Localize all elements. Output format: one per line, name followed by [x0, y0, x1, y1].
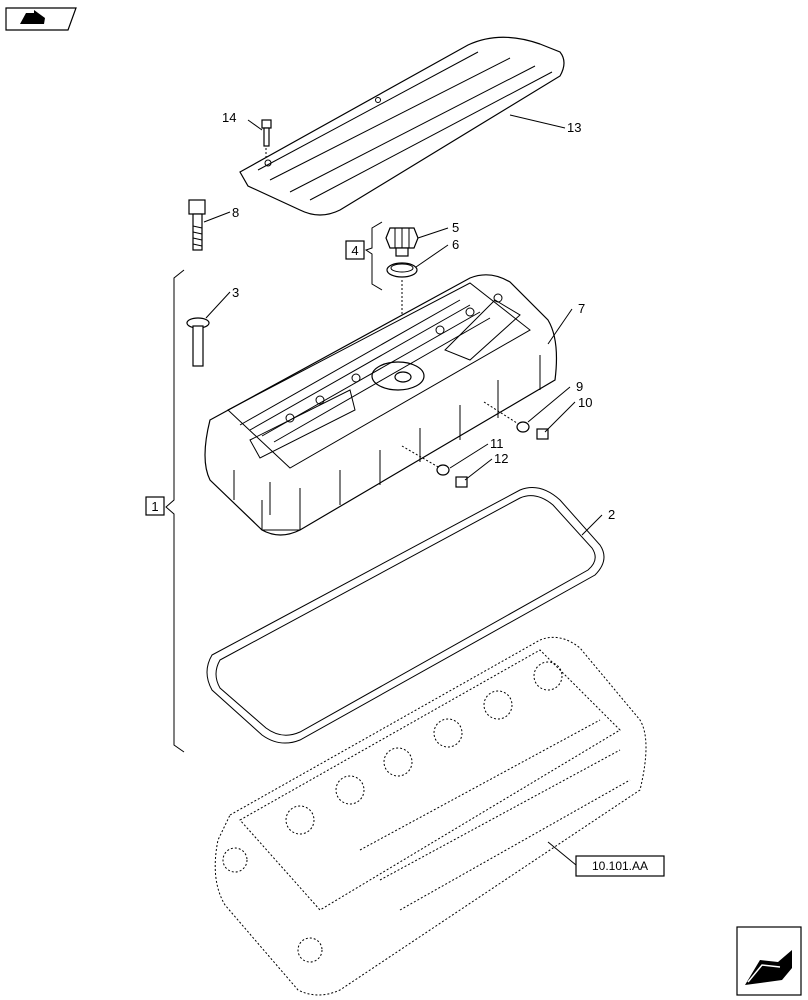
callout-14: 14 — [222, 110, 236, 125]
callout-8: 8 — [232, 205, 239, 220]
callout-10: 10 — [578, 395, 592, 410]
part-7-valve-cover — [204, 274, 558, 536]
group-4-bracket — [345, 221, 383, 291]
part-5-filler-cap — [385, 227, 419, 257]
callout-6: 6 — [452, 237, 459, 252]
reference-box-10-101-aa[interactable]: 10.101.AA — [575, 855, 665, 877]
callout-9: 9 — [576, 379, 583, 394]
callout-3: 3 — [232, 285, 239, 300]
part-8-bolt — [188, 199, 206, 251]
callout-13: 13 — [567, 120, 581, 135]
callout-12: 12 — [494, 451, 508, 466]
part-3-sleeve — [186, 317, 210, 367]
part-14-bolt — [261, 119, 272, 160]
parts-9-10-washer-nut — [483, 401, 549, 440]
parts-11-12-washer-nut — [401, 445, 468, 488]
part-6-seal — [386, 262, 418, 365]
callout-2: 2 — [608, 507, 615, 522]
previous-page-icon[interactable] — [5, 7, 77, 31]
callout-4: 4 — [351, 243, 358, 258]
cylinder-head-reference — [214, 636, 647, 996]
callout-5: 5 — [452, 220, 459, 235]
callout-7: 7 — [578, 301, 585, 316]
callout-11: 11 — [490, 436, 504, 451]
reference-box-label: 10.101.AA — [592, 859, 648, 873]
group-1-bracket — [145, 269, 185, 753]
part-13-cover-shield — [239, 36, 565, 216]
callout-1: 1 — [151, 499, 158, 514]
leader-lines — [203, 114, 603, 866]
part-2-gasket — [206, 487, 605, 744]
next-page-icon[interactable] — [736, 926, 802, 996]
